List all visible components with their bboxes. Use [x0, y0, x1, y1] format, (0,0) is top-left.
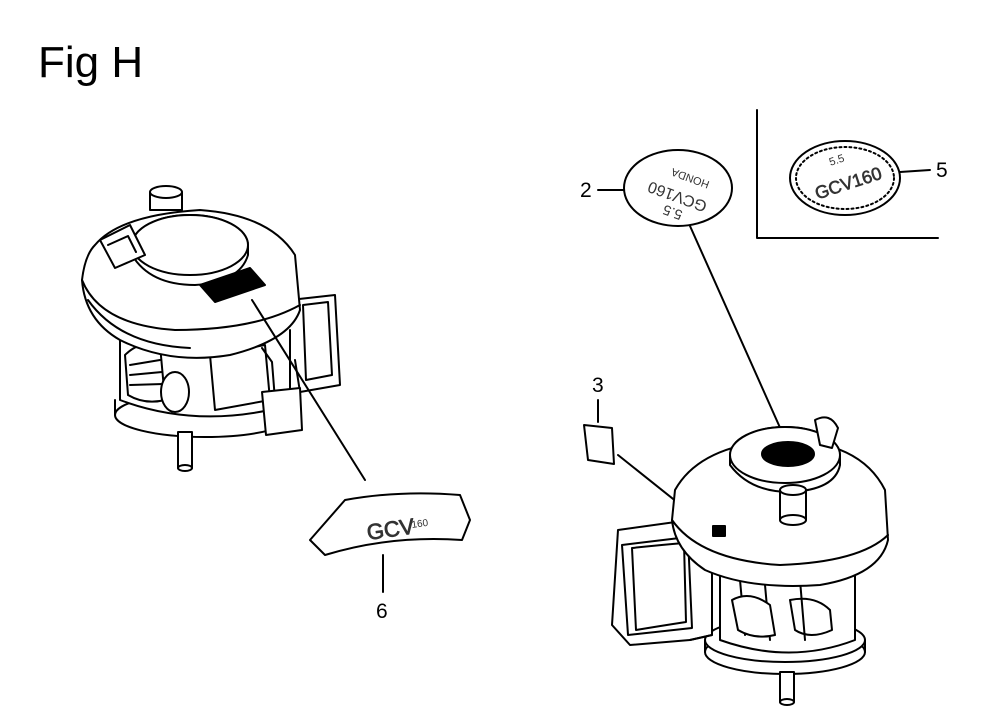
inset-frame	[757, 110, 938, 238]
callout-6: 6	[376, 600, 388, 623]
engine-right-emblem-area	[762, 442, 814, 466]
decal-2-mark: 5.5	[660, 202, 684, 224]
leader-line-6	[252, 300, 365, 480]
decal-6-sub: 160	[411, 518, 429, 531]
engine-right-crankshaft	[780, 672, 794, 702]
callout-5: 5	[936, 159, 948, 182]
decal-2-emblem	[624, 150, 732, 226]
decal-part-2: GCV160 HONDA 5.5	[624, 150, 732, 226]
callout-3: 3	[592, 374, 604, 397]
engine-right	[612, 417, 888, 705]
engine-left-lever	[100, 225, 145, 268]
figure-title: Fig H	[38, 38, 144, 87]
decal-5-mark: 5.5	[828, 153, 846, 169]
engine-left-air-cleaner	[290, 295, 340, 392]
engine-right-carb	[732, 596, 775, 637]
engine-left-pulley	[161, 372, 189, 412]
engine-left-crankshaft	[178, 432, 192, 468]
engine-left	[82, 186, 340, 471]
engine-right-lever	[815, 417, 838, 448]
leader-line-5	[900, 170, 930, 172]
callout-2: 2	[580, 179, 592, 202]
label-part-3	[584, 425, 614, 464]
decal-6-shape	[310, 493, 470, 555]
decal-part-5: GCV160 5.5	[790, 141, 900, 215]
engine-right-label-area	[713, 526, 725, 536]
engine-left-carb	[262, 388, 302, 435]
engine-left-decal-area	[200, 268, 265, 302]
decal-5-emblem	[790, 141, 900, 215]
leader-line-2b	[690, 226, 790, 450]
decal-part-6: GCV 160	[310, 493, 470, 555]
